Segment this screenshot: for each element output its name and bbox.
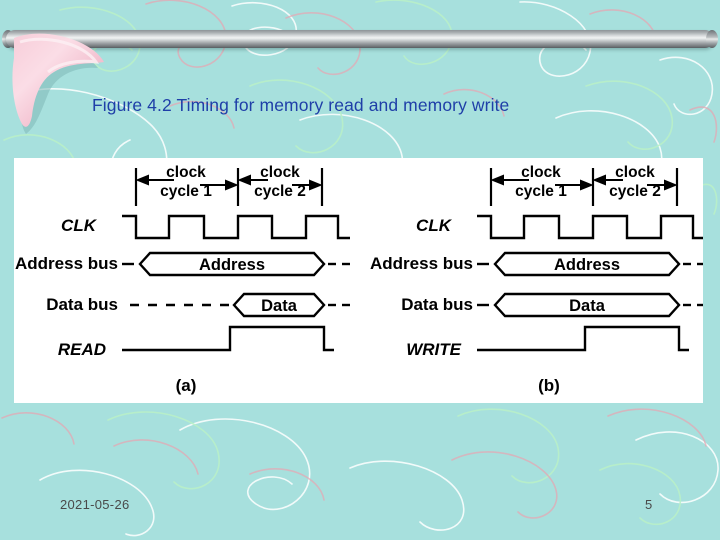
write-waveform-b — [477, 325, 689, 352]
signal-label-clk-b: CLK — [416, 216, 453, 235]
cycle1-arrow-b — [490, 174, 594, 191]
cycle1-label-line2: cycle 1 — [160, 183, 212, 200]
timing-diagram-a: clock cycle 1 clock cycle 2 CLK Address … — [15, 164, 350, 395]
read-waveform-a — [122, 325, 334, 352]
footer-page-number: 5 — [645, 497, 653, 512]
clk-waveform-a — [122, 214, 350, 240]
data-bus-hexagon-b — [493, 292, 681, 318]
cycle2-label-line1: clock — [260, 164, 300, 181]
signal-label-address-bus-a: Address bus — [15, 254, 118, 273]
cycle2-label-line1-b: clock — [615, 164, 655, 181]
figure-panel: clock cycle 1 clock cycle 2 CLK Address … — [14, 158, 703, 403]
cycle2-arrow-b — [592, 174, 678, 191]
address-bus-hexagon-b — [493, 251, 681, 277]
cycle2-arrow-a — [237, 174, 323, 191]
data-bus-value-a: Data — [261, 297, 298, 315]
decorative-metal-bar — [6, 30, 714, 48]
data-bus-hexagon-a — [232, 292, 326, 318]
cycle1-label-line2-b: cycle 1 — [515, 183, 567, 200]
diagram-caption-a: (a) — [176, 376, 197, 395]
address-bus-value-a: Address — [199, 256, 265, 274]
data-bus-value-b: Data — [569, 297, 606, 315]
cycle-bracket-b — [489, 168, 679, 206]
cycle1-label-line1: clock — [166, 164, 206, 181]
signal-label-data-bus-a: Data bus — [46, 295, 118, 314]
signal-label-clk-a: CLK — [61, 216, 98, 235]
cycle2-label-line2-b: cycle 2 — [609, 183, 661, 200]
slide-title: Figure 4.2 Timing for memory read and me… — [92, 95, 510, 115]
cycle1-label-line1-b: clock — [521, 164, 561, 181]
signal-label-read-a: READ — [58, 340, 106, 359]
diagram-caption-b: (b) — [538, 376, 560, 395]
address-bus-hexagon-a — [138, 251, 326, 277]
boomerang-ornament-icon — [12, 33, 105, 135]
cycle1-arrow-a — [135, 174, 239, 191]
signal-label-write-b: WRITE — [406, 340, 461, 359]
cycle2-label-line2: cycle 2 — [254, 183, 306, 200]
signal-label-data-bus-b: Data bus — [401, 295, 473, 314]
clk-waveform-b — [477, 214, 703, 240]
address-bus-value-b: Address — [554, 256, 620, 274]
signal-label-address-bus-b: Address bus — [370, 254, 473, 273]
timing-diagram-b: clock cycle 1 clock cycle 2 CLK Address … — [370, 164, 703, 395]
timing-diagram-svg: clock cycle 1 clock cycle 2 CLK Address … — [14, 158, 703, 403]
metal-bar-right-cap — [706, 30, 718, 48]
footer-date: 2021-05-26 — [60, 497, 130, 512]
cycle-bracket-a — [134, 168, 324, 206]
